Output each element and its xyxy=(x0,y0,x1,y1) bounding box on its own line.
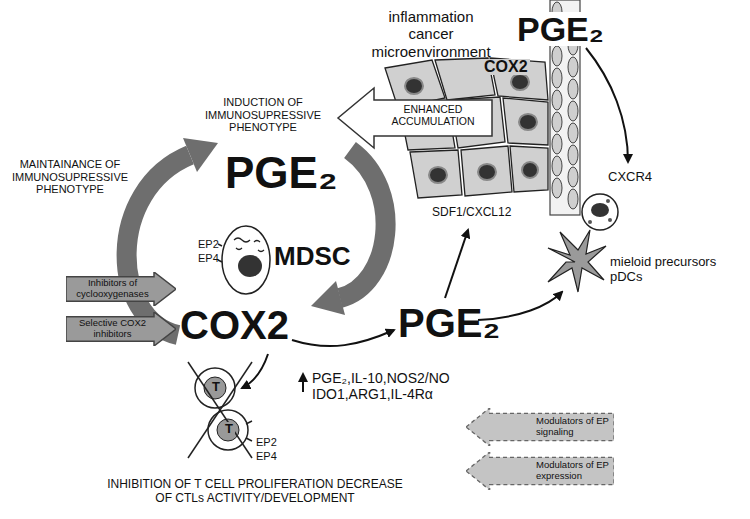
effect-label: INHIBITION OF T CELL PROLIFERATION DECRE… xyxy=(100,478,410,506)
mediator-label: PGE₂ xyxy=(225,148,337,199)
arrow-label: Inhibitors of cyclooxygenases xyxy=(71,278,154,300)
region-label: inflammation cancer microenvironment xyxy=(366,8,496,60)
mdsc-cell: EP2EP4 MDSC xyxy=(198,222,358,298)
arrow-label: Modulators of EP expression xyxy=(536,460,610,482)
receptor-label: EP4 xyxy=(198,252,219,265)
receptor-label: EP2 xyxy=(198,238,219,251)
enzyme-label: COX2 xyxy=(482,59,530,75)
process-label: MAINTAINANCE OF IMMUNOSUPRESSIVE PHENOTY… xyxy=(4,158,136,196)
process-label: INDUCTION OF IMMUNOSUPRESSIVE PHENOTYPE xyxy=(193,96,333,134)
cell-label: MDSC xyxy=(274,242,351,272)
receptor-label: CXCR4 xyxy=(608,170,652,185)
inhibitor-arrow: Modulators of EP expression xyxy=(466,452,614,490)
arrow-label: Selective COX2 inhibitors xyxy=(71,318,154,340)
cell-letter: T xyxy=(223,422,235,435)
accumulation-arrow xyxy=(338,88,492,148)
cell-label: mieloid precursors pDCs xyxy=(610,255,745,285)
mediator-list: PGE₂,IL-10,NOS2/NO IDO1,ARG1,IL-4Rα xyxy=(312,370,460,402)
inhibitor-arrow: Selective COX2 inhibitors xyxy=(66,312,176,346)
cell-letter: T xyxy=(210,380,222,393)
mediator-label: PGE₂ xyxy=(398,300,500,346)
arrow-label: Modulators of EP signaling xyxy=(536,416,610,438)
inhibitor-arrow: Inhibitors of cyclooxygenases xyxy=(66,272,176,306)
t-cells xyxy=(188,362,252,458)
enzyme-label: COX2 xyxy=(180,302,289,348)
chemokine-label: SDF1/CXCL12 xyxy=(432,206,511,220)
arrow-label: ENHANCED ACCUMULATION xyxy=(378,103,488,127)
dendritic-cell xyxy=(548,230,606,292)
mediator-label: PGE₂ xyxy=(515,12,606,46)
myeloid-cell xyxy=(582,194,618,230)
receptor-label: EP2 xyxy=(256,436,277,449)
receptor-label: EP4 xyxy=(256,450,277,463)
inhibitor-arrow: Modulators of EP signaling xyxy=(466,408,614,446)
